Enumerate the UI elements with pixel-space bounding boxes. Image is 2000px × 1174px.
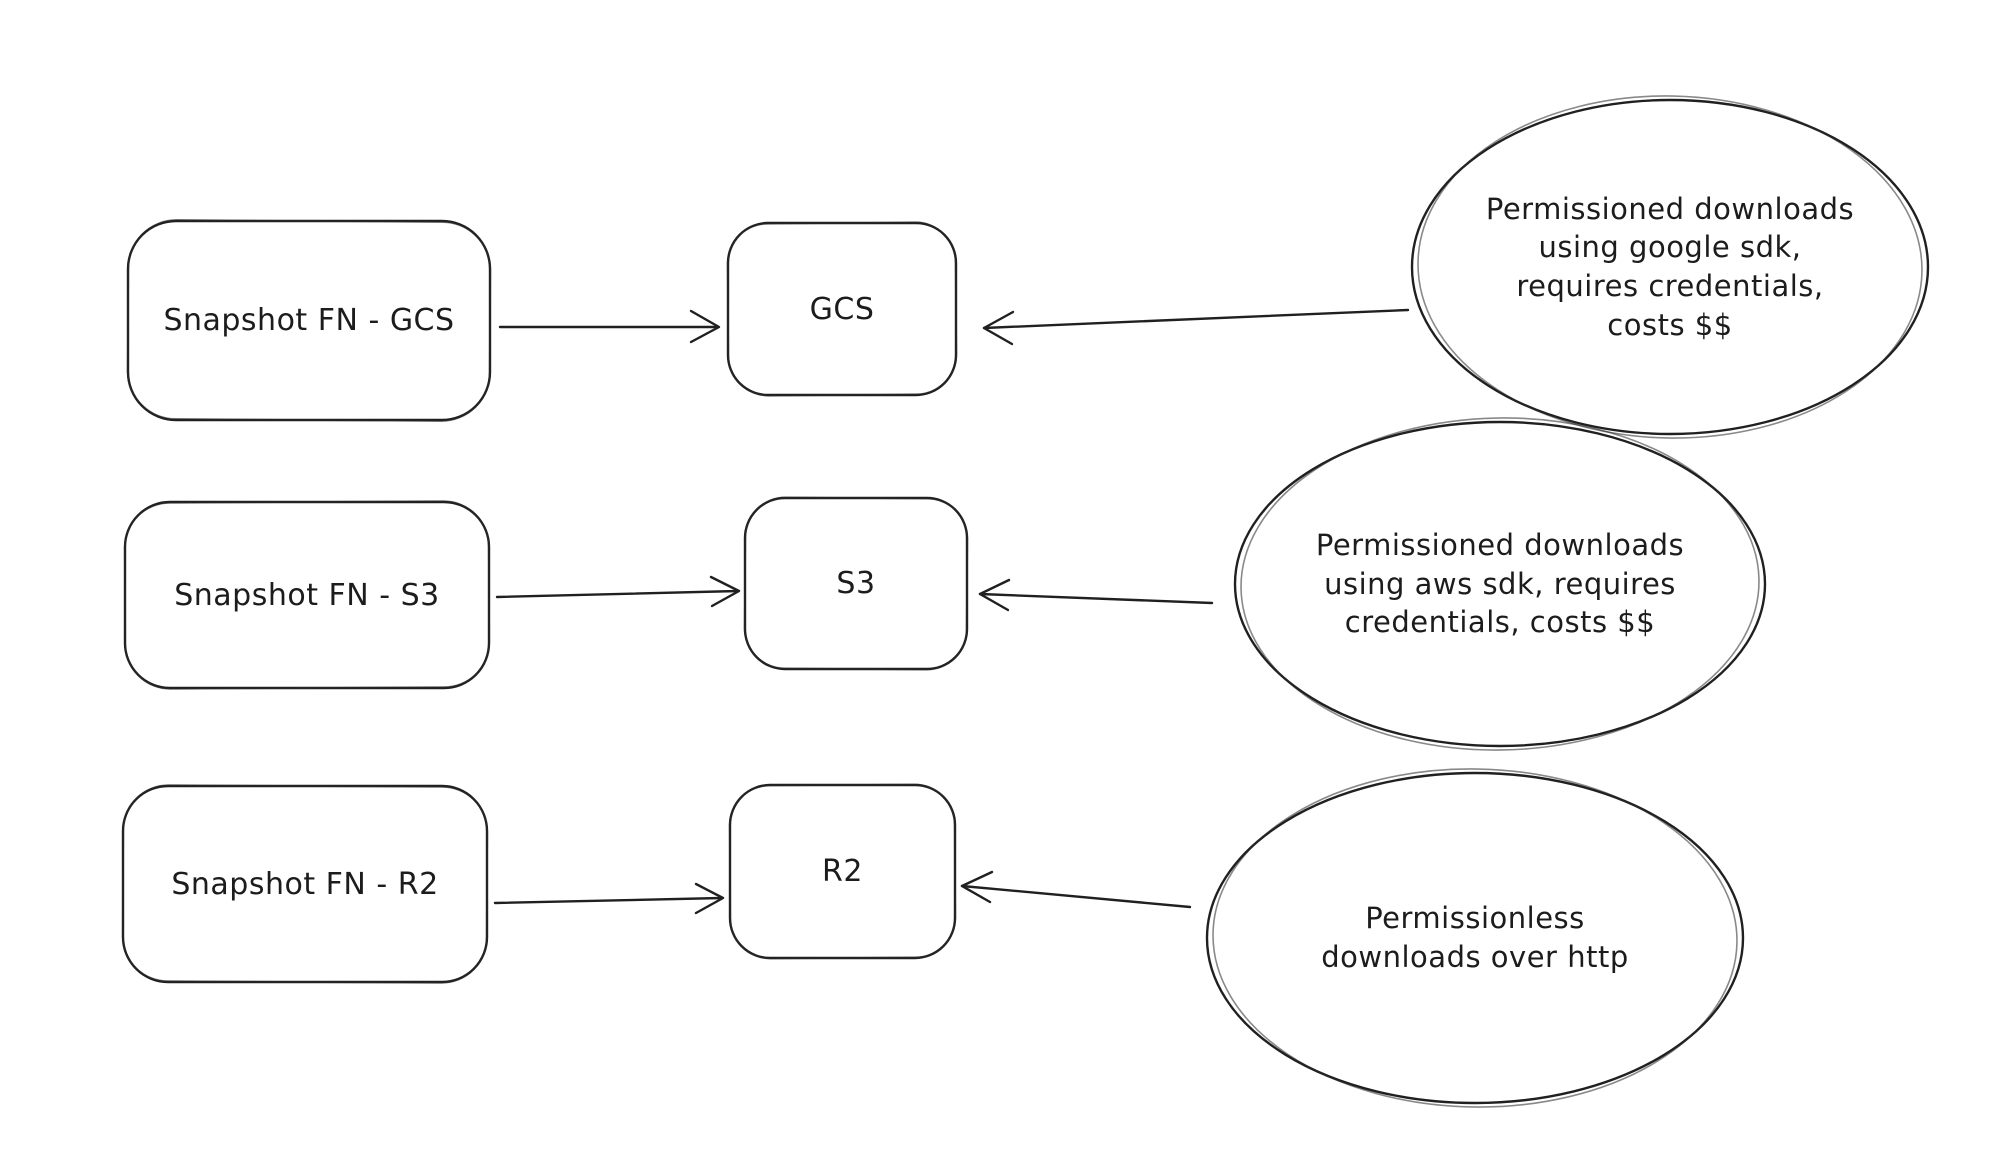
target-box-gcs-sketch-stroke <box>727 222 957 396</box>
target-box-s3-shape <box>745 498 967 669</box>
arrow-source-to-s3 <box>497 577 739 606</box>
note-ellipse-r2-shape <box>1207 773 1743 1103</box>
source-box-s3-sketch-stroke <box>124 501 489 690</box>
note-ellipse-s3-shape <box>1235 422 1765 746</box>
source-box-s3-shape <box>125 502 489 688</box>
note-ellipse-gcs-sketch-stroke <box>1414 91 1925 443</box>
row-s3-shapes <box>124 414 1765 755</box>
source-box-gcs-shape <box>128 221 490 420</box>
source-box-r2-shape <box>123 786 487 982</box>
note-ellipse-r2-sketch-stroke <box>1210 764 1740 1111</box>
source-box-r2-sketch-stroke <box>122 785 487 984</box>
arrow-source-to-gcs <box>500 311 719 342</box>
arrow-note-to-s3 <box>980 580 1212 610</box>
arrow-note-to-r2 <box>962 872 1190 907</box>
note-ellipse-s3-sketch-stroke <box>1238 414 1762 755</box>
row-gcs-shapes <box>127 91 1928 443</box>
target-box-r2-shape <box>730 785 955 958</box>
source-box-gcs-sketch-stroke <box>127 219 491 421</box>
target-box-gcs-shape <box>728 223 956 395</box>
target-box-r2-sketch-stroke <box>729 784 956 959</box>
arrow-note-to-gcs <box>984 310 1408 344</box>
row-r2-shapes <box>122 764 1743 1111</box>
target-box-s3-sketch-stroke <box>744 497 968 670</box>
note-ellipse-gcs-shape <box>1412 100 1928 434</box>
arrow-source-to-r2 <box>495 884 723 913</box>
